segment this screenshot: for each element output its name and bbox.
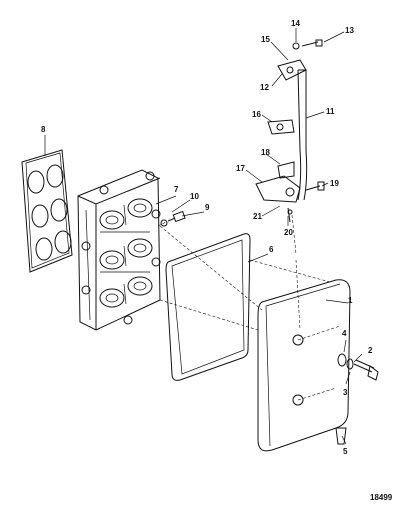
- callout-label-20: 20: [284, 228, 293, 237]
- callout-label-14: 14: [291, 19, 300, 28]
- linkage-part: [255, 39, 325, 223]
- gasket-part: [21, 149, 73, 273]
- callout-label-3: 3: [343, 388, 348, 397]
- callout-label-11: 11: [326, 107, 335, 116]
- callout-label-9: 9: [205, 203, 210, 212]
- alignment-line: [159, 225, 263, 311]
- bolt-washer-part: [337, 353, 379, 381]
- screw-washer-part: [157, 210, 186, 227]
- cover-part: [257, 279, 351, 452]
- alignment-line: [159, 299, 259, 331]
- callout-label-12: 12: [260, 83, 269, 92]
- callout-label-4: 4: [342, 329, 347, 338]
- callout-label-1: 1: [348, 296, 353, 305]
- plug-part: [335, 427, 347, 445]
- manifold-body-part: [77, 169, 161, 331]
- callout-label-18: 18: [261, 148, 270, 157]
- callout-labels: 1 2 3 4 5 6 7 8 9 10 11 12 13 14 15 16 1…: [41, 19, 393, 502]
- callout-label-6: 6: [269, 245, 274, 254]
- callout-label-7: 7: [174, 185, 179, 194]
- callout-label-19: 19: [330, 179, 339, 188]
- alignment-line: [295, 259, 301, 331]
- alignment-line: [291, 214, 297, 255]
- cover-gasket-part: [165, 233, 251, 381]
- callout-label-10: 10: [190, 192, 199, 201]
- leader-lines: [44, 28, 363, 445]
- callout-label-17: 17: [236, 164, 245, 173]
- callout-label-2: 2: [368, 346, 373, 355]
- callout-label-21: 21: [253, 212, 262, 221]
- callout-label-15: 15: [261, 35, 270, 44]
- alignment-line: [249, 259, 331, 283]
- callout-label-5: 5: [343, 447, 348, 456]
- callout-label-16: 16: [252, 110, 261, 119]
- callout-label-8: 8: [41, 125, 46, 134]
- callout-label-13: 13: [345, 26, 354, 35]
- figure-number: 18499: [370, 493, 393, 502]
